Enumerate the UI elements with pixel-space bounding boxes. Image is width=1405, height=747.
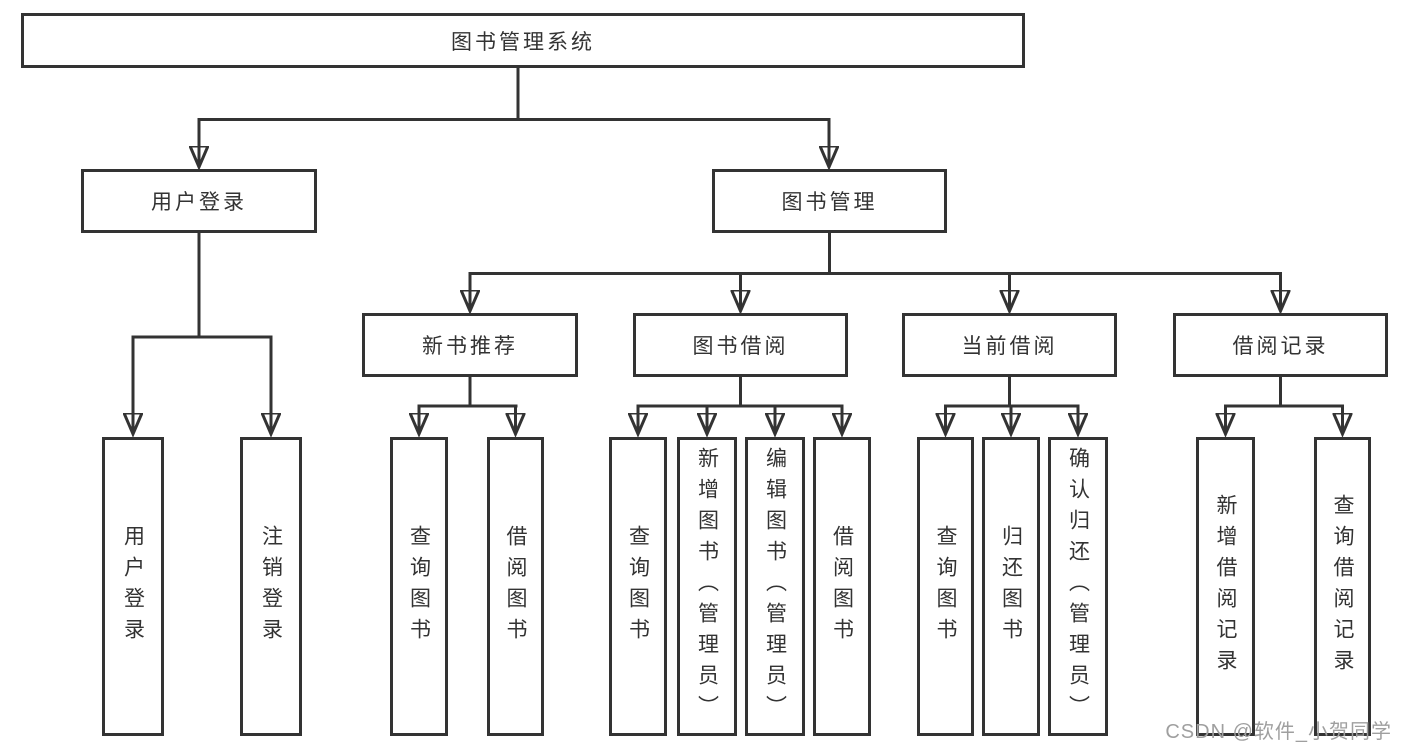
leaf-add-book-admin: 新增图书（管理员） xyxy=(677,437,737,736)
connector-root-to-level2 xyxy=(198,68,831,167)
node-borrowing-records: 借阅记录 xyxy=(1173,313,1388,377)
leaf-edit-book-admin: 编辑图书（管理员） xyxy=(745,437,805,736)
csdn-watermark: CSDN @软件_小贺同学 xyxy=(1165,721,1392,743)
node-book-management: 图书管理 xyxy=(712,169,947,233)
leaf-user-login: 用户登录 xyxy=(102,437,164,736)
leaf-logout: 注销登录 xyxy=(240,437,302,736)
leaf-query-borrow-record: 查询借阅记录 xyxy=(1314,437,1371,736)
node-current-borrowing: 当前借阅 xyxy=(902,313,1117,377)
connector-book-borrow-children xyxy=(637,377,844,434)
node-new-book-recommendation: 新书推荐 xyxy=(362,313,578,377)
leaf-borrow-books-recommend: 借阅图书 xyxy=(487,437,544,736)
leaf-borrow-books: 借阅图书 xyxy=(813,437,871,736)
leaf-return-books: 归还图书 xyxy=(982,437,1040,736)
connector-borrow-records-children xyxy=(1224,377,1344,434)
connector-current-borrow-children xyxy=(944,377,1080,434)
leaf-query-books-borrow: 查询图书 xyxy=(609,437,667,736)
leaf-add-borrow-record: 新增借阅记录 xyxy=(1196,437,1255,736)
node-library-management-system: 图书管理系统 xyxy=(21,13,1025,68)
connector-user-login-children xyxy=(132,233,273,434)
connector-book-management-children xyxy=(469,233,1283,311)
node-user-login: 用户登录 xyxy=(81,169,317,233)
connector-new-book-children xyxy=(418,377,518,434)
leaf-query-books-current: 查询图书 xyxy=(917,437,974,736)
leaf-query-books-recommend: 查询图书 xyxy=(390,437,448,736)
node-book-borrowing: 图书借阅 xyxy=(633,313,848,377)
leaf-confirm-return-admin: 确认归还（管理员） xyxy=(1048,437,1108,736)
